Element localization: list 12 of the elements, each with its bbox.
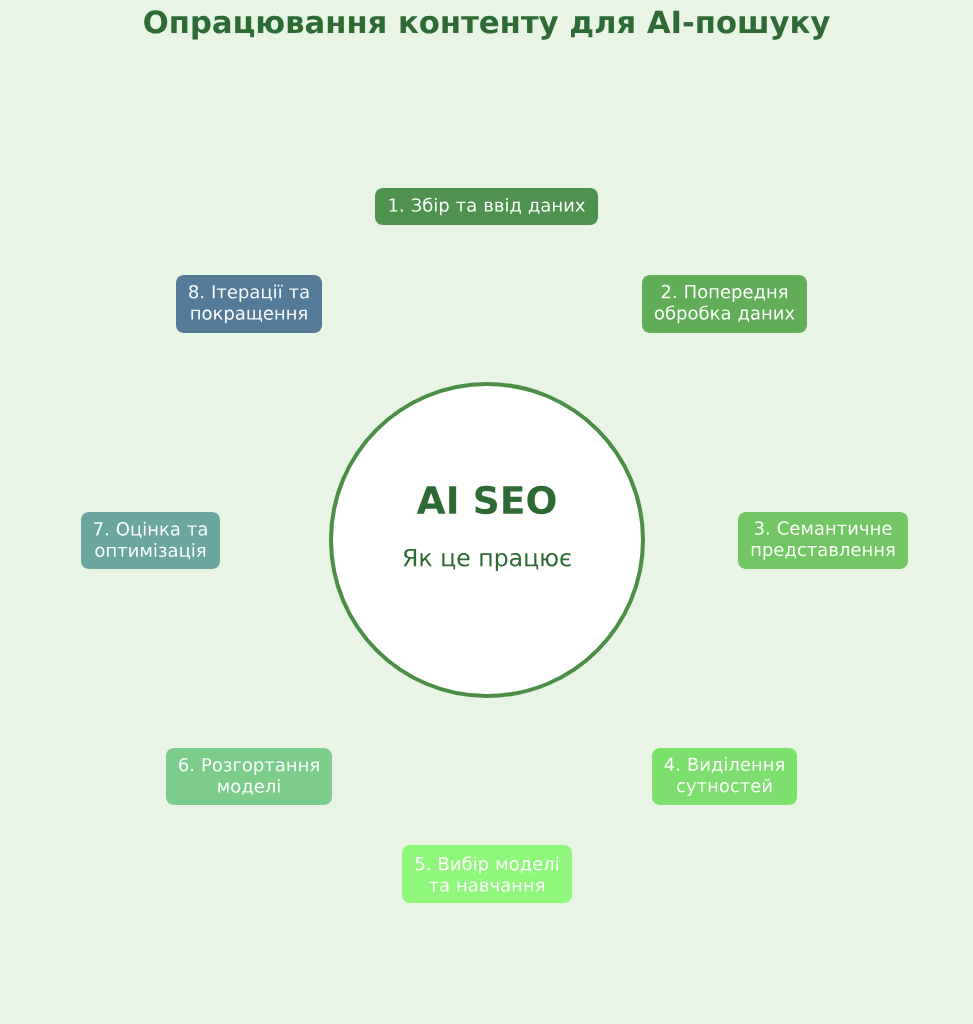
hub-circle [329, 382, 645, 698]
step-box: 6. Розгортання моделі [166, 748, 332, 805]
step-box: 4. Виділення сутностей [652, 748, 797, 805]
step-box: 7. Оцінка та оптимізація [81, 512, 220, 569]
hub-title: AI SEO [416, 485, 556, 515]
step-box: 1. Збір та ввід даних [375, 188, 598, 225]
step-box: 8. Ітерації та покращення [176, 275, 322, 333]
diagram-title: Опрацювання контенту для AI-пошуку [144, 10, 830, 40]
step-box: 2. Попередня обробка даних [642, 275, 807, 333]
hub-subtitle: Як це працює [403, 548, 571, 572]
step-box: 3. Семантичне представлення [738, 512, 908, 569]
step-box: 5. Вибір моделі та навчання [402, 845, 572, 903]
